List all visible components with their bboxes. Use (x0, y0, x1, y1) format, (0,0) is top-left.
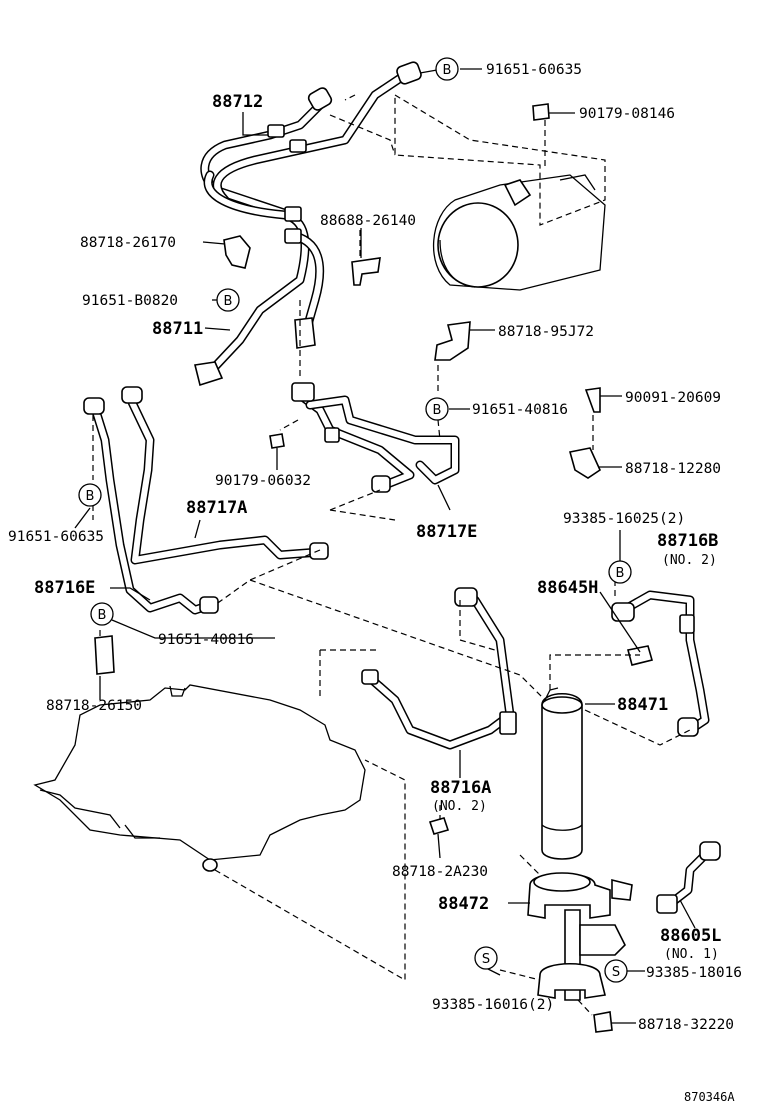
label-88718-95j72: 88718-95J72 (498, 324, 594, 340)
label-91651-b0820: 91651-B0820 (82, 293, 178, 309)
pipe-88717E (291, 382, 460, 493)
reference-lines (92, 94, 691, 1016)
pipe-88712 (200, 61, 422, 220)
clip-88718-26170 (223, 235, 251, 269)
pipe-88716E (83, 397, 219, 615)
marker-b-91651-40816-mid: B (90, 602, 114, 626)
marker-b-text: B (433, 403, 442, 418)
clip-88718-2A230 (428, 817, 450, 835)
bracket-88472 (527, 872, 633, 1001)
marker-b-text: B (224, 294, 233, 309)
marker-b-text: B (86, 489, 95, 504)
compressor (394, 93, 606, 291)
label-88712: 88712 (212, 92, 263, 112)
bolt-90091-20609 (584, 387, 601, 413)
marker-s-text: S (612, 965, 620, 980)
label-88718-12280: 88718-12280 (625, 461, 721, 477)
label-88716e: 88716E (34, 578, 95, 598)
bracket-88718-12280 (568, 447, 602, 479)
marker-b-text: B (616, 566, 625, 581)
bracket-88718-95J72 (434, 321, 471, 361)
marker-b-93385-16025: B (608, 560, 632, 584)
label-90091-20609: 90091-20609 (625, 390, 721, 406)
marker-b-91651-60635-top: B (435, 57, 459, 81)
label-88718-32220: 88718-32220 (638, 1017, 734, 1033)
label-88716a-note: (NO. 2) (432, 799, 487, 814)
label-88472: 88472 (438, 894, 489, 914)
diagram-code: 870346A (684, 1090, 735, 1104)
marker-s-93385-16016: S (474, 946, 498, 970)
marker-b-91651-40816-top: B (425, 397, 449, 421)
label-90179-06032: 90179-06032 (215, 473, 311, 489)
label-91651-60635-top: 91651-60635 (486, 62, 582, 78)
label-88471: 88471 (617, 695, 668, 715)
pipe-88716B (611, 590, 710, 737)
bolt-88688-26140 (351, 257, 381, 286)
label-88716b-note: (NO. 2) (662, 553, 717, 568)
clip-88718-32220 (593, 1011, 613, 1033)
label-88718-26150: 88718-26150 (46, 698, 142, 714)
marker-s-93385-18016: S (604, 959, 628, 983)
label-88718-2a230: 88718-2A230 (392, 864, 488, 880)
receiver-88471 (541, 687, 583, 860)
label-91651-60635-left: 91651-60635 (8, 529, 104, 545)
label-88605l-note: (NO. 1) (664, 947, 719, 962)
label-88645h: 88645H (537, 578, 598, 598)
nut-90179-06032 (269, 433, 285, 449)
clip-88718-26150 (94, 635, 115, 675)
label-88688-26140: 88688-26140 (320, 213, 416, 229)
marker-b-91651-60635-left: B (78, 483, 102, 507)
label-88711: 88711 (152, 319, 203, 339)
label-91651-40816-top: 91651-40816 (472, 402, 568, 418)
label-93385-18016: 93385-18016 (646, 965, 742, 981)
pipe-88717A (121, 386, 329, 565)
label-91651-40816-mid: 91651-40816 (158, 632, 254, 648)
label-88716b: 88716B (657, 531, 718, 551)
marker-b-91651-b0820: B (216, 288, 240, 312)
nut-90179-08146 (532, 103, 550, 121)
marker-b-text: B (443, 63, 452, 78)
label-90179-08146: 90179-08146 (579, 106, 675, 122)
marker-s-text: S (482, 952, 490, 967)
marker-b-text: B (98, 608, 107, 623)
leader-lines (74, 68, 696, 1024)
label-93385-16016: 93385-16016(2) (432, 997, 554, 1013)
label-88718-26170: 88718-26170 (80, 235, 176, 251)
label-88717e: 88717E (416, 522, 477, 542)
body-panel (33, 684, 366, 872)
label-88717a: 88717A (186, 498, 247, 518)
label-88716a: 88716A (430, 778, 491, 798)
pipe-88716A (361, 587, 517, 750)
label-93385-16025: 93385-16025(2) (563, 511, 685, 527)
label-88605l: 88605L (660, 926, 721, 946)
pipe-88605L (656, 841, 721, 914)
